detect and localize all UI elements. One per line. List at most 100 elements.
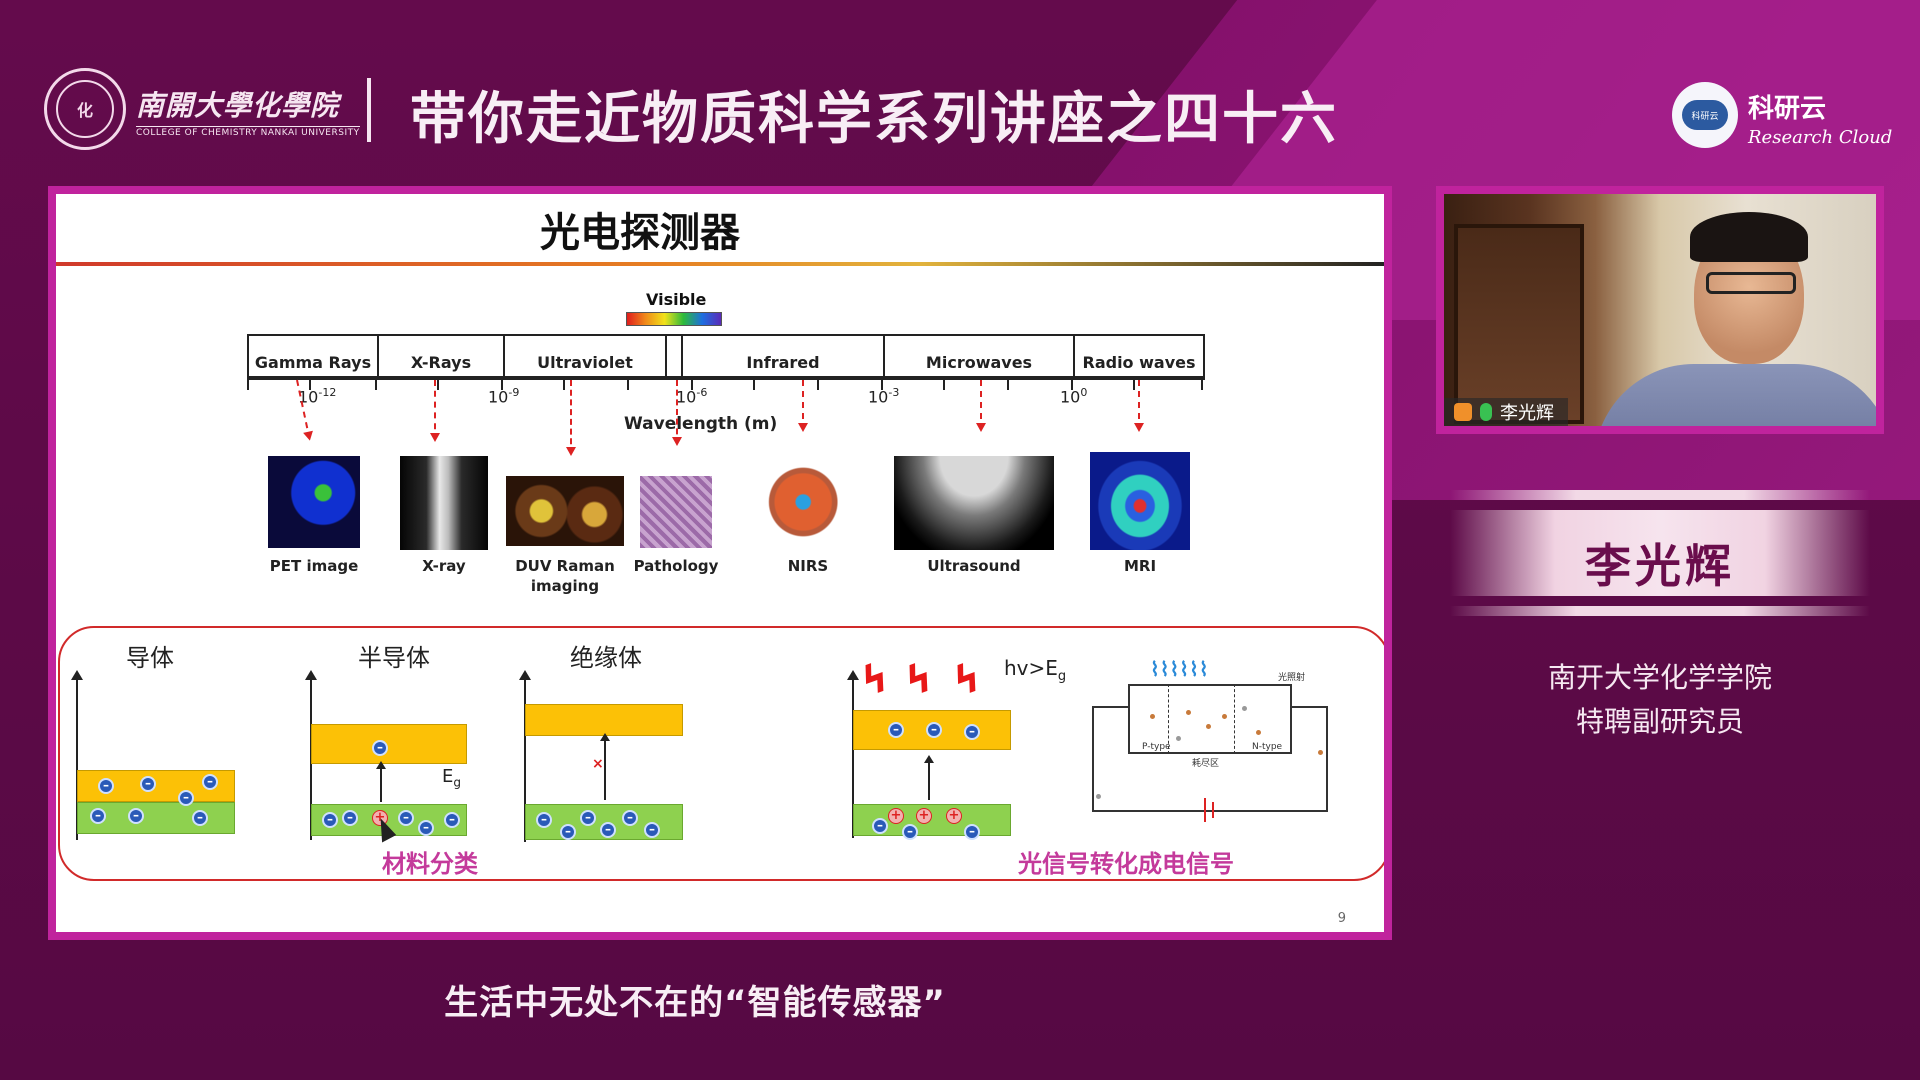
- pn-junction: [1128, 684, 1292, 754]
- electron: –: [964, 724, 980, 740]
- electron: –: [322, 812, 338, 828]
- axis-insulator: [519, 670, 531, 842]
- caption-photo-to-electric: 光信号转化成电信号: [1018, 850, 1234, 878]
- exponent-3: 10-6: [676, 386, 708, 407]
- hv-label: hv>Eg: [1004, 656, 1067, 684]
- speaker-position: 特聘副研究员: [1575, 705, 1744, 738]
- electron: –: [600, 822, 616, 838]
- electron: –: [926, 722, 942, 738]
- label-depletion: 耗尽区: [1192, 759, 1220, 769]
- band-diagram-box: [58, 626, 1384, 881]
- page-title: 带你走近物质科学系列讲座之四十六: [410, 87, 1338, 152]
- blocked-arrow: [600, 733, 610, 800]
- caption-nirs: NIRS: [787, 557, 829, 575]
- brand-name-cn: 科研云: [1748, 94, 1827, 124]
- exponent-2: 10-9: [488, 386, 520, 407]
- electron: –: [536, 812, 552, 828]
- speaker-video[interactable]: 李光辉: [1444, 194, 1876, 426]
- arrow-nirs: [798, 380, 808, 432]
- axis-photo: [847, 670, 859, 838]
- avatar-icon: [1454, 403, 1472, 421]
- electron: –: [98, 778, 114, 794]
- visible-label: Visible: [646, 290, 707, 309]
- arrow-pathology: [672, 380, 682, 446]
- xray-image: [400, 456, 488, 550]
- duv-raman-image: [506, 476, 624, 546]
- hole: +: [946, 808, 962, 824]
- label-semiconductor: 半导体: [358, 644, 430, 672]
- school-logo: 南開大學化學院 COLLEGE OF CHEMISTRY NANKAI UNIV…: [136, 84, 360, 138]
- brand-name: 科研云 Research Cloud: [1748, 88, 1892, 148]
- electron: –: [398, 810, 414, 826]
- speaker-affiliation: 南开大学化学学院: [1547, 661, 1772, 694]
- nirs-image: [760, 456, 856, 548]
- electron: –: [872, 818, 888, 834]
- arrow-ultrasound: [976, 380, 986, 432]
- electron: –: [444, 812, 460, 828]
- caption-xray: X-ray: [422, 557, 466, 575]
- speaker-name-banner: 李光辉: [1450, 490, 1870, 620]
- band-infrared: Infrared: [683, 336, 885, 376]
- excitation-arrow: [924, 755, 934, 800]
- page-number: 9: [1337, 911, 1346, 926]
- arrow-mri: [1134, 380, 1144, 432]
- label-n-type: N-type: [1252, 742, 1283, 752]
- conduction-band-insulator: [525, 704, 683, 736]
- exponent-4: 10-3: [868, 386, 900, 407]
- pet-image: [268, 456, 360, 548]
- electron: –: [902, 824, 918, 840]
- slide-frame: 光电探测器 Visible Gamma Rays X-Rays Ultravio…: [48, 186, 1392, 940]
- mri-image: [1090, 452, 1190, 550]
- excitation-arrow: [376, 761, 386, 802]
- caption-pathology: Pathology: [633, 557, 719, 575]
- header: 化 南開大學化學院 COLLEGE OF CHEMISTRY NANKAI UN…: [0, 0, 1920, 180]
- speaker-video-frame: 李光辉: [1436, 186, 1884, 434]
- visible-spectrum-bar: [626, 312, 722, 326]
- band-radio: Radio waves: [1082, 353, 1196, 372]
- hole: +: [372, 810, 388, 826]
- electron: –: [178, 790, 194, 806]
- hole: +: [888, 808, 904, 824]
- title-rule: [56, 262, 1384, 266]
- label-light: 光照射: [1278, 673, 1306, 683]
- electron: –: [418, 820, 434, 836]
- caption-material-classification: 材料分类: [382, 850, 478, 878]
- arrow-duv: [566, 380, 576, 456]
- electron: –: [140, 776, 156, 792]
- light-wave-icon: ⌇⌇⌇⌇⌇⌇: [1150, 657, 1209, 681]
- spectrum-bands: Gamma Rays X-Rays Ultraviolet Infrared M…: [247, 334, 1205, 378]
- caption-ultrasound: Ultrasound: [927, 557, 1021, 575]
- header-divider: [367, 78, 371, 142]
- microphone-icon: [1480, 403, 1492, 421]
- electron: –: [580, 810, 596, 826]
- label-insulator: 绝缘体: [570, 644, 642, 672]
- exponent-5: 100: [1060, 386, 1088, 407]
- electron: –: [128, 808, 144, 824]
- electron: –: [202, 774, 218, 790]
- speaker-name: 李光辉: [1585, 539, 1735, 593]
- electron: –: [560, 824, 576, 840]
- ultrasound-image: [894, 456, 1054, 550]
- arrow-xray: [430, 380, 440, 442]
- electron: –: [372, 740, 388, 756]
- video-name-tag: 李光辉: [1444, 398, 1568, 426]
- video-speaker-name: 李光辉: [1500, 403, 1554, 424]
- band-visible: [667, 336, 683, 376]
- school-name-cn: 南開大學化學院: [136, 89, 340, 122]
- blocked-x-icon: ×: [592, 756, 604, 772]
- pathology-image: [640, 476, 712, 548]
- caption-subtitle: 生活中无处不在的“智能传感器”: [444, 983, 946, 1023]
- school-name-en: COLLEGE OF CHEMISTRY NANKAI UNIVERSITY: [136, 126, 360, 138]
- band-microwaves: Microwaves: [885, 336, 1075, 376]
- electron: –: [622, 810, 638, 826]
- axis-conductor: [71, 670, 83, 840]
- nankai-seal-icon: 化: [44, 68, 126, 150]
- hole: +: [916, 808, 932, 824]
- label-conductor: 导体: [126, 644, 174, 672]
- slide-title: 光电探测器: [540, 210, 740, 256]
- band-xray: X-Rays: [379, 336, 505, 376]
- exponent-1: 10-12: [298, 386, 337, 407]
- wavelength-axis: [247, 378, 1205, 390]
- caption-mri: MRI: [1123, 557, 1157, 575]
- band-uv: Ultraviolet: [505, 336, 667, 376]
